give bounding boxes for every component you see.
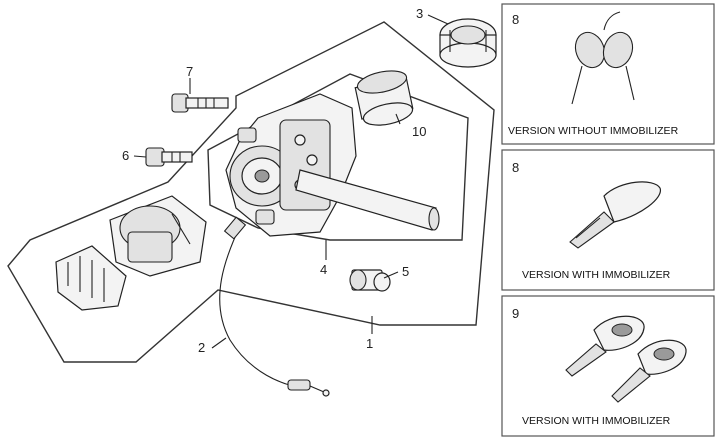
- callout-2: 2: [198, 340, 205, 355]
- part-connector: [55, 245, 127, 311]
- part-7-bolt: [171, 93, 229, 113]
- panel-3-caption: VERSION WITH IMMOBILIZER: [522, 415, 671, 427]
- part-10-bushing: [354, 70, 414, 126]
- callout-3: 3: [416, 6, 423, 21]
- assembly-frame-outer: [7, 21, 495, 363]
- callout-6: 6: [122, 148, 129, 163]
- panel-keys-without-immobilizer: 8 VERSION WITHOUT IMMOBILIZER: [501, 3, 715, 145]
- part-2-cable: [219, 216, 330, 397]
- panel-1-number: 8: [512, 12, 519, 27]
- part-switch-housing: [109, 195, 207, 277]
- part-6-bolt: [145, 147, 193, 167]
- panel-keys-with-immobilizer: 9 VERSION WITH IMMOBILIZER: [501, 295, 715, 437]
- callout-5: 5: [402, 264, 409, 279]
- panel-2-caption: VERSION WITH IMMOBILIZER: [522, 269, 671, 281]
- panel-key-with-immobilizer: 8 VERSION WITH IMMOBILIZER: [501, 149, 715, 291]
- part-3-retaining-ring: [439, 18, 497, 68]
- callout-7: 7: [186, 64, 193, 79]
- panel-2-number: 8: [512, 160, 519, 175]
- part-4-lock-body: [225, 93, 440, 237]
- leader-lines: [133, 14, 449, 349]
- panel-1-caption: VERSION WITHOUT IMMOBILIZER: [508, 125, 679, 137]
- callout-10: 10: [412, 124, 426, 139]
- part-5-cylinder: [349, 269, 391, 292]
- panel-3-number: 9: [512, 306, 519, 321]
- callout-1: 1: [366, 336, 373, 351]
- callout-4: 4: [320, 262, 327, 277]
